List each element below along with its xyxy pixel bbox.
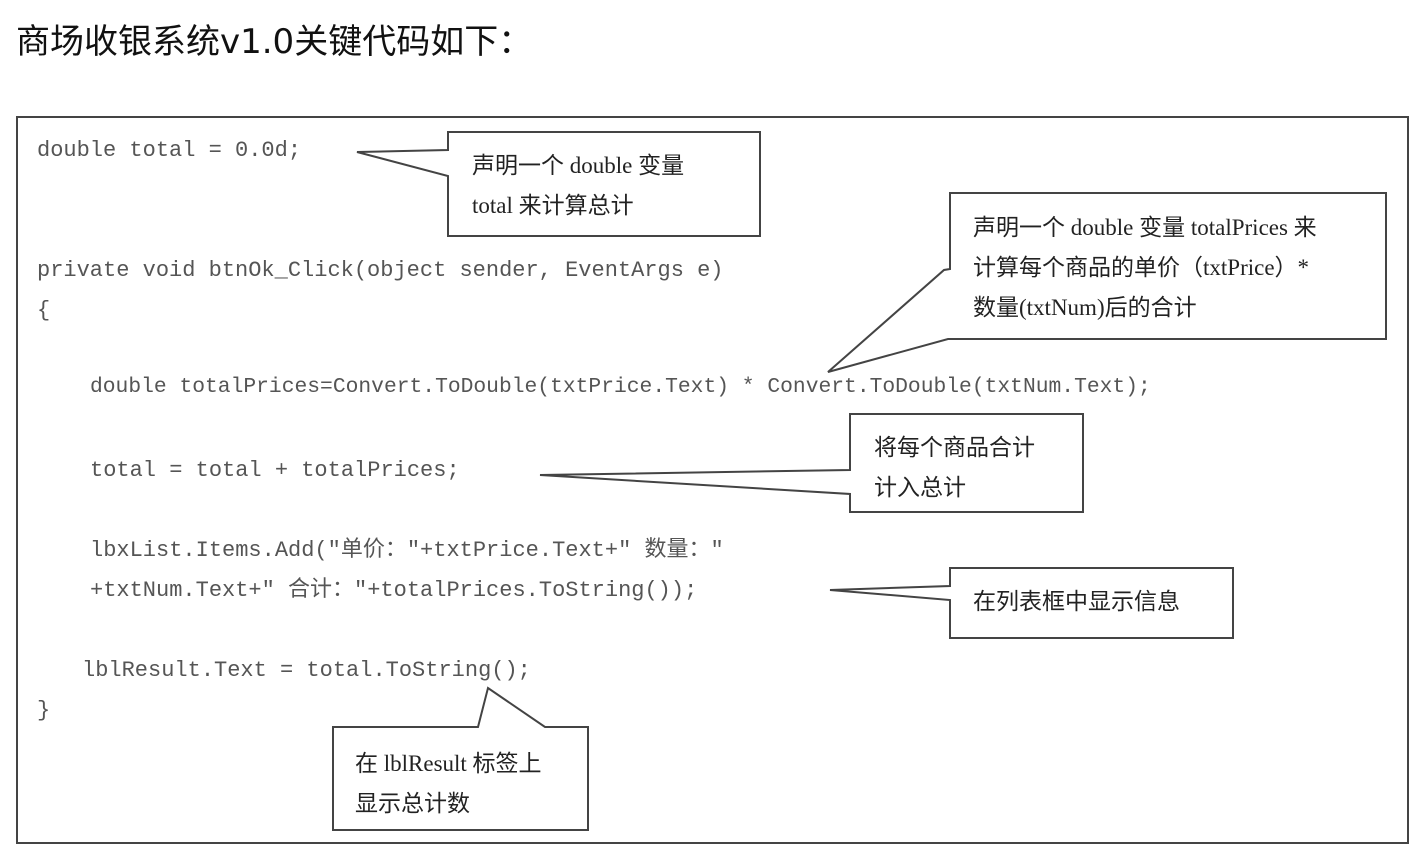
- callout-line: 在列表框中显示信息: [973, 589, 1180, 614]
- callout-1-text: 声明一个 double 变量 total 来计算总计: [472, 146, 684, 226]
- code-box-border: [16, 116, 1409, 844]
- callout-line: 计算每个商品的单价（txtPrice）*: [973, 255, 1310, 280]
- page-heading: 商场收银系统v1.0关键代码如下：: [16, 22, 533, 62]
- callout-5-bubble: [332, 686, 589, 831]
- callout-line: 数量(txtNum)后的合计: [973, 295, 1197, 320]
- code-line-totalprices: double totalPrices=Convert.ToDouble(txtP…: [90, 375, 1151, 399]
- callout-5-text: 在 lblResult 标签上 显示总计数: [355, 744, 542, 824]
- callout-4-text: 在列表框中显示信息: [973, 582, 1180, 622]
- callout-line: total 来计算总计: [472, 193, 634, 218]
- callout-4-bubble: [829, 567, 1234, 639]
- callout-3-bubble: [539, 413, 1084, 513]
- code-line-total-add: total = total + totalPrices;: [90, 458, 460, 483]
- code-line-total-decl: double total = 0.0d;: [37, 138, 302, 163]
- callout-2-bubble: [827, 192, 1387, 373]
- code-line-close-brace: }: [37, 698, 51, 723]
- code-line-open-brace: {: [37, 298, 51, 323]
- callout-line: 显示总计数: [355, 791, 470, 816]
- callout-1-bubble: [356, 131, 761, 237]
- callout-2-text: 声明一个 double 变量 totalPrices 来 计算每个商品的单价（t…: [973, 208, 1317, 328]
- callout-line: 计入总计: [874, 475, 966, 500]
- code-line-list-add-2: +txtNum.Text+" 合计："+totalPrices.ToString…: [90, 578, 698, 603]
- callout-3-text: 将每个商品合计 计入总计: [874, 428, 1035, 508]
- code-line-method-signature: private void btnOk_Click(object sender, …: [37, 258, 724, 283]
- callout-line: 声明一个 double 变量 totalPrices 来: [973, 215, 1317, 240]
- callout-line: 声明一个 double 变量: [472, 153, 685, 178]
- code-line-list-add-1: lbxList.Items.Add("单价："+txtPrice.Text+" …: [90, 538, 724, 563]
- callout-line: 在 lblResult 标签上: [355, 751, 542, 776]
- callout-line: 将每个商品合计: [874, 435, 1035, 460]
- code-line-result: lblResult.Text = total.ToString();: [82, 658, 531, 683]
